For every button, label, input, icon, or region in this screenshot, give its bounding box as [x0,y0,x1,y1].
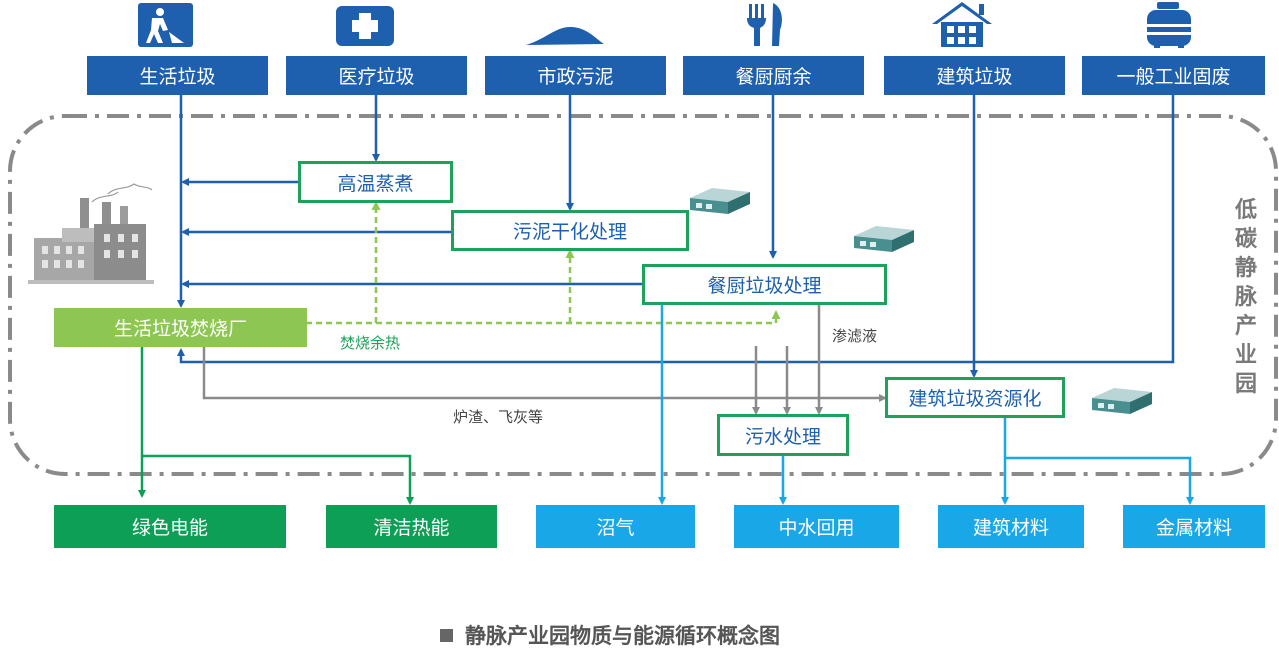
medical-cross-icon [336,6,394,46]
process-high-temp-steaming: 高温蒸煮 [298,161,453,203]
plant-building-icon [854,226,914,252]
label-slag-fly-ash: 炉渣、飞灰等 [453,408,544,426]
process-kitchen-waste-treatment: 餐厨垃圾处理 [642,264,887,305]
process-sewage-treatment: 污水处理 [717,414,849,456]
source-construction-waste: 建筑垃圾 [884,56,1065,95]
output-biogas: 沼气 [536,505,695,548]
factory-illustration [28,183,154,284]
output-reclaimed-water: 中水回用 [734,505,899,548]
flow-waste-heat [306,310,781,325]
output-clean-heat: 清洁热能 [326,505,497,548]
house-icon [932,2,992,47]
flow-to-clean-heat [142,454,414,505]
caption-square-icon [440,628,453,642]
plant-building-icon [1092,388,1152,414]
figure-caption: 静脉产业园物质与能源循环概念图 [440,620,780,650]
source-icons [138,2,1191,48]
source-medical-waste: 医疗垃圾 [286,56,467,95]
plant-building-icon [690,188,750,214]
flow-industrial-to-incinerator [177,95,1175,364]
source-domestic-waste: 生活垃圾 [87,56,268,95]
output-metal-materials: 金属材料 [1123,505,1265,548]
process-incineration-plant: 生活垃圾焚烧厂 [54,308,307,347]
output-building-materials: 建筑材料 [938,505,1084,548]
flow-slag-to-recycling [202,333,887,402]
process-construction-recycling: 建筑垃圾资源化 [885,377,1065,418]
source-municipal-sludge: 市政污泥 [485,56,666,95]
flow-to-metal-materials [1005,456,1194,505]
worker-icon [138,3,193,47]
sludge-mound-icon [526,26,604,45]
fork-knife-icon [747,3,782,46]
label-low-carbon-park: 低碳静脉产业园 [1234,198,1257,397]
output-green-electricity: 绿色电能 [54,505,286,548]
label-leachate: 渗滤液 [832,327,878,345]
source-kitchen-waste: 餐厨厨余 [683,56,864,95]
process-sludge-drying: 污泥干化处理 [451,210,689,251]
park-boundary [8,114,1278,476]
caption-text: 静脉产业园物质与能源循环概念图 [465,624,780,648]
label-waste-heat: 焚烧余热 [340,334,401,352]
industrial-container-icon [1147,2,1191,48]
source-industrial-solid-waste: 一般工业固废 [1082,56,1265,95]
